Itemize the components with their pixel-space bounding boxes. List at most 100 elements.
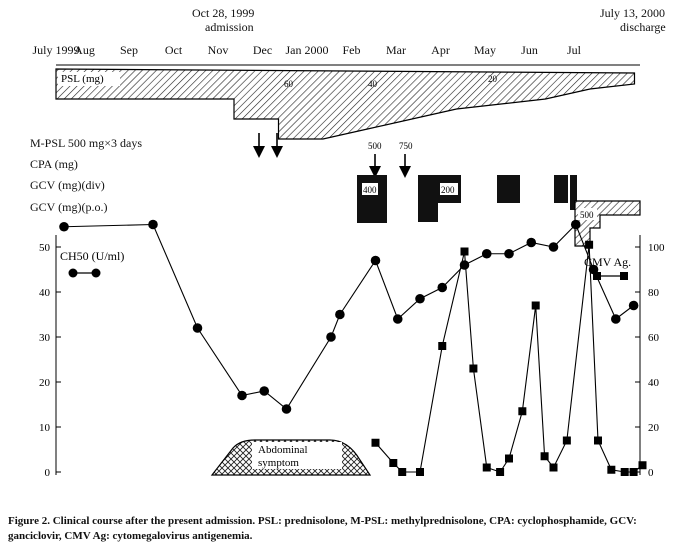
cmv-point [540,452,549,461]
gcv-div-block [357,175,387,223]
cmv-point [531,301,540,310]
psl-dose-20: 20 [488,74,498,84]
right-axis-tick-label: 80 [648,287,660,299]
ch50-point [370,255,381,266]
month-label: Feb [342,43,361,57]
cmv-point [518,407,527,416]
ch50-point [59,221,69,232]
ch50-point [259,386,270,396]
figure-caption: Figure 2. Clinical course after the pres… [8,515,637,542]
ch50-point [326,332,336,342]
mpsl-arrow [271,133,283,158]
cmv-point [460,247,469,256]
admission-date: Oct 28, 1999 [192,6,255,20]
ch50-series-markers [59,219,639,414]
abdominal-label-line2: symptom [258,457,299,469]
cmv-point [416,468,424,476]
ch50-point [588,264,599,275]
legend-ch50-label: CH50 (U/ml) [60,249,124,263]
cmv-point [398,468,407,476]
ch50-point [481,248,492,259]
legend-ch50-marker [91,268,101,278]
admission-label: admission [205,20,254,34]
month-label: Mar [386,43,406,57]
gcv-div-dose-200: 200 [441,185,455,195]
ch50-series-line [63,223,634,410]
right-axis-tick-label: 0 [648,467,654,479]
right-axis-tick-label: 40 [648,377,660,389]
gcv-div-block [418,175,461,222]
left-axis-tick-label: 20 [39,377,51,389]
right-axis-ticks: 0 20 40 60 80 100 [635,242,665,479]
cpa-arrow [399,154,411,178]
ch50-point [192,323,203,333]
month-label: May [474,43,496,57]
ch50-point [437,282,448,293]
cmv-point [505,454,513,463]
ch50-point [281,404,292,414]
right-axis-tick-label: 60 [648,332,660,344]
month-label: Jan 2000 [285,43,329,57]
abdominal-label-box [252,442,342,469]
ch50-point [335,309,345,320]
left-axis-ticks: 0 10 20 30 40 50 [39,242,61,479]
left-axis-tick-label: 30 [39,332,51,344]
ch50-point [548,242,559,252]
right-axis-tick-label: 100 [648,242,665,254]
psl-dose-60: 60 [284,79,294,89]
cmv-point [585,240,594,249]
cmv-series-line [375,244,643,473]
left-axis-tick-label: 0 [45,467,51,479]
cmv-point [607,465,616,474]
mpsl-arrow [253,133,265,158]
cpa-label: CPA (mg) [30,157,78,171]
gcv-div-block [497,175,520,203]
ch50-point [504,248,514,259]
cmv-point [562,436,571,445]
month-label: Dec [252,43,273,57]
cmv-point [629,468,638,476]
cmv-series-markers [371,240,647,476]
cmv-point [371,438,380,447]
ch50-point [237,390,247,401]
gcv-po-dose-box [578,208,597,220]
cmv-point [482,463,491,472]
ch50-point [148,219,158,230]
month-label: July 1999 [32,43,80,57]
left-axis-tick-label: 50 [39,242,51,254]
cmv-point [549,463,558,472]
month-label: Apr [431,43,450,57]
gcv-div-dose-box [440,183,458,195]
gcv-po-block [574,200,641,247]
cpa-dose-500: 500 [368,141,382,151]
ch50-point [611,314,621,324]
cmv-point [620,468,629,476]
cpa-arrow [369,154,381,178]
gcv-po-label: GCV (mg)(p.o.) [30,200,108,214]
cmv-point [638,461,647,470]
psl-dose-40: 40 [368,79,378,89]
gcv-div-block [554,175,568,203]
ch50-point [570,219,581,230]
discharge-date: July 13, 2000 [600,6,666,20]
left-axis-tick-label: 10 [39,422,51,434]
cmv-point [469,364,478,373]
gcv-div-label: GCV (mg)(div) [30,178,105,192]
gcv-po-dose-500: 500 [580,210,594,220]
month-label: Aug [74,43,95,57]
cmv-point [438,342,447,350]
mpsl-label: M-PSL 500 mg×3 days [30,136,142,150]
month-label: Jun [521,43,538,57]
gcv-div-dose-box [362,183,378,195]
cmv-point [389,459,398,467]
legend-cmv-marker [620,272,628,280]
cpa-dose-750: 750 [399,141,413,151]
ch50-point [392,314,403,324]
discharge-label: discharge [620,20,666,34]
ch50-point [415,293,425,304]
left-axis-tick-label: 40 [39,287,51,299]
right-axis-tick-label: 20 [648,422,660,434]
ch50-point [526,237,537,248]
abdominal-label-line1: Abdominal [258,444,308,456]
